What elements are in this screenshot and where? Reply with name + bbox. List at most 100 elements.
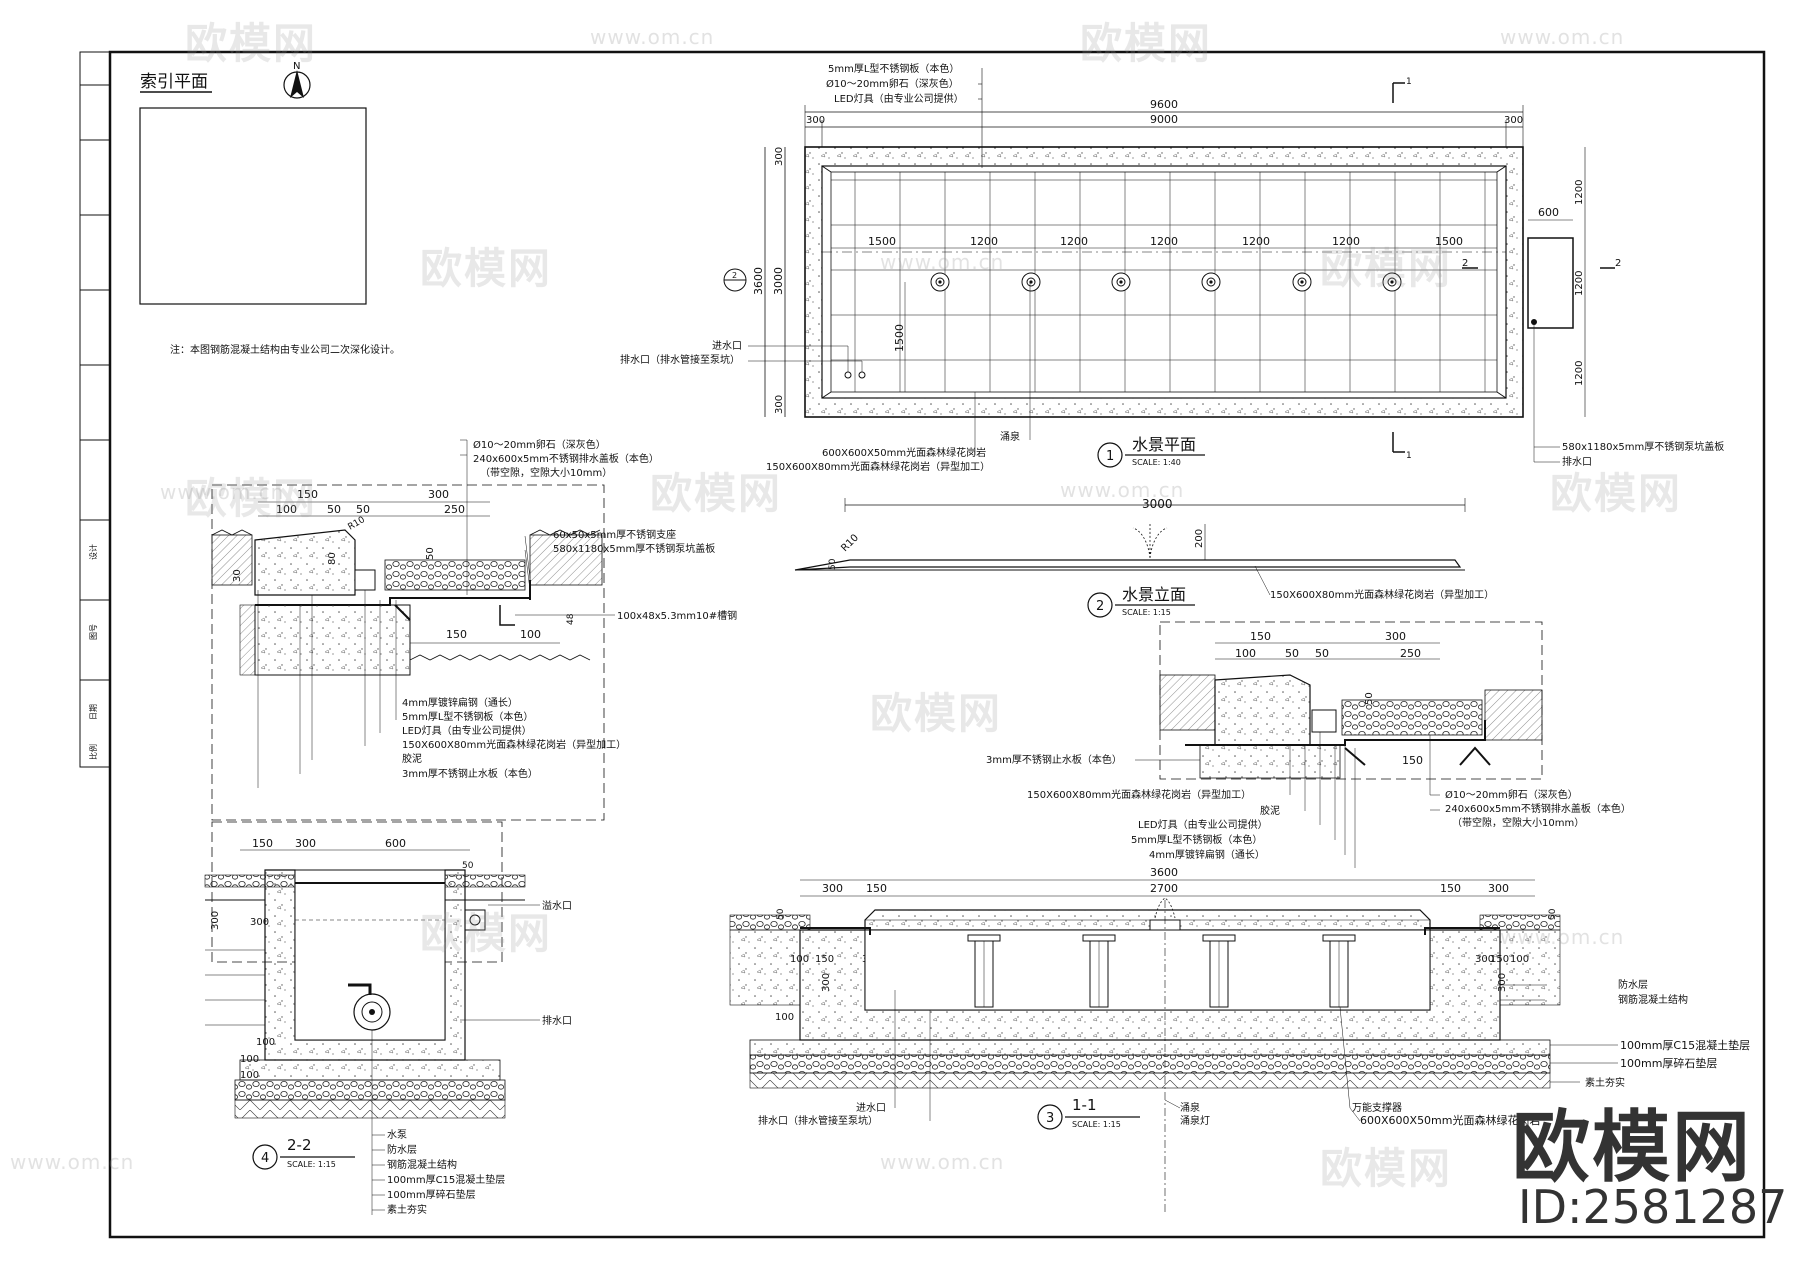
plan-dim-inner: 9000	[1150, 113, 1178, 126]
detail-a: 150 300 100 50 50 250 R10 30 80 50 150 1…	[211, 438, 737, 821]
da-dim-4: 50	[356, 503, 370, 516]
s11-scale: SCALE: 1:15	[1072, 1120, 1121, 1129]
da-label-bot-1: 5mm厚L型不锈钢板（本色）	[402, 710, 533, 723]
s11-label-right-1: 钢筋混凝土结构	[1618, 993, 1688, 1006]
s11-dim-6: 50	[776, 908, 786, 920]
s11-label-right-2: 100mm厚C15混凝土垫层	[1620, 1038, 1750, 1052]
da-dim-0: 150	[297, 488, 318, 501]
plan-dim-h-bot: 300	[774, 395, 785, 414]
s22-dim-0: 150	[252, 837, 273, 850]
plan-side-h-0: 1200	[1574, 180, 1585, 205]
s22-dim-5: 300	[250, 917, 269, 928]
da-dim-9: 50	[425, 547, 436, 560]
title-block-2: 日期	[89, 704, 98, 720]
index-plan: 索引平面 N 注：本图钢筋混凝土结构由专业公司二次深化设计。	[139, 61, 400, 356]
section-2-2: 150 300 600 50 300 300 600 750 800 100 1…	[204, 821, 572, 1216]
title-block-1: 图号	[89, 624, 98, 640]
s22-dim-2: 600	[385, 837, 406, 850]
overflow-icon	[464, 909, 486, 931]
da-label-top-0: Ø10～20mm卵石（深灰色）	[473, 438, 606, 451]
plan-dim-h-total: 3600	[752, 267, 765, 295]
db-label-left-3: LED灯具（由专业公司提供）	[1138, 818, 1268, 831]
section-mark-0: 1	[1406, 77, 1412, 87]
elev-title: 水景立面	[1122, 585, 1186, 604]
elev-dim-width: 3000	[1142, 497, 1173, 511]
plan-spacing-2: 1200	[1060, 235, 1088, 248]
north-arrow-icon: N	[283, 61, 311, 99]
db-label-left-1: 150X600X80mm光面森林绿花岗岩（异型加工）	[1027, 788, 1251, 801]
plan-label-right-0: 580x1180x5mm厚不锈钢泵坑盖板	[1562, 440, 1724, 453]
title-strip: 设计 图号 日期 比例	[79, 51, 111, 768]
da-label-bot-3: 150X600X80mm光面森林绿花岗岩（异型加工）	[402, 738, 626, 751]
db-label-left-5: 4mm厚镀锌扁钢（通长）	[1149, 848, 1265, 861]
s11-dim-0: 3600	[1150, 866, 1178, 879]
section-mark-3: 2	[1615, 258, 1621, 269]
elev-dim-h50: 50	[828, 558, 838, 570]
section-mark-icon: 1 1 2 2 2	[723, 77, 1621, 461]
index-plan-title: 索引平面	[140, 72, 208, 92]
s22-title: 2-2	[287, 1136, 312, 1154]
db-dim-1: 300	[1385, 630, 1406, 643]
pump-icon	[348, 983, 391, 1031]
plan-title: 水景平面	[1132, 435, 1196, 454]
plan-number: 1	[1106, 449, 1114, 464]
pump-pit	[1527, 237, 1574, 329]
s11-label-bot-4: 万能支撑器	[1352, 1101, 1402, 1114]
db-label-left-2: 胶泥	[1260, 804, 1280, 817]
plan-dim-edge-l: 300	[806, 115, 825, 126]
s11-label-bot-1: 排水口（排水管接至泵坑）	[758, 1114, 878, 1127]
s22-scale: SCALE: 1:15	[287, 1160, 336, 1169]
s22-dim-3: 50	[462, 861, 474, 871]
plan-scale: SCALE: 1:40	[1132, 458, 1181, 467]
da-label-bot-2: LED灯具（由专业公司提供）	[402, 724, 532, 737]
elevation-view: 3000 R10 50 200 150X600X80mm光面森林绿花岗岩（异型加…	[794, 497, 1494, 618]
plan-label-top-0: 5mm厚L型不锈钢板（本色）	[828, 62, 959, 75]
plan-label-top-1: Ø10～20mm卵石（深灰色）	[826, 77, 959, 90]
plan-view: 9600 9000 300 300 3600 3000 300 300 1500…	[620, 62, 1724, 473]
s22-label-bot-3: 100mm厚C15混凝土垫层	[387, 1173, 505, 1186]
plan-side-h-2: 1200	[1574, 361, 1585, 386]
plan-label-bot-0: 涌泉	[1000, 430, 1020, 443]
da-label-top-2: （带空隙，空隙大小10mm）	[480, 466, 612, 479]
db-label-right-2: （带空隙，空隙大小10mm）	[1452, 816, 1584, 829]
s11-label-bot-0: 进水口	[856, 1102, 886, 1114]
elev-dim-r: R10	[839, 532, 861, 554]
plan-dim-edge-r: 300	[1504, 115, 1523, 126]
brand-watermark: 欧模网 ID:2581287	[1512, 1085, 1792, 1255]
da-dim-2: 100	[276, 503, 297, 516]
s22-dim-4: 300	[210, 911, 221, 930]
s22-label-right-0: 溢水口	[542, 899, 572, 912]
da-label-bot-4: 胶泥	[402, 752, 422, 765]
plan-label-left-0: 进水口	[712, 340, 742, 352]
s11-dim-2: 150	[866, 882, 887, 895]
s22-label-bot-5: 素土夯实	[387, 1203, 427, 1216]
s22-label-bot-2: 钢筋混凝土结构	[387, 1158, 457, 1171]
plan-dim-total: 9600	[1150, 98, 1178, 111]
detail-b: 150 300 100 50 50 250 50 150 3mm厚不锈钢止水板（…	[986, 621, 1631, 868]
s11-label-right-3: 100mm厚碎石垫层	[1620, 1056, 1717, 1070]
s22-label-bot-0: 水泵	[387, 1129, 407, 1141]
north-label: N	[293, 61, 300, 72]
section-mark-4: 2	[732, 271, 737, 280]
plan-dim-v1500: 1500	[893, 324, 906, 352]
title-block-3: 比例	[88, 744, 98, 760]
s11-label-right-0: 防水层	[1618, 978, 1648, 991]
s11-label-bot-3: 涌泉灯	[1180, 1114, 1210, 1127]
da-label-right-0: 60x50x5mm厚不锈钢支座	[553, 528, 676, 541]
section-mark-2: 2	[1462, 258, 1468, 269]
plan-leaders	[748, 68, 1560, 463]
db-dim-0: 150	[1250, 630, 1271, 643]
plan-spacing-4: 1200	[1242, 235, 1270, 248]
plan-spacing-3: 1200	[1150, 235, 1178, 248]
db-dim-3: 50	[1285, 647, 1299, 660]
fountain-icon	[930, 272, 1402, 292]
plan-label-bot-2: 150X600X80mm光面森林绿花岗岩（异型加工）	[766, 460, 990, 473]
pedestal-icon	[967, 934, 1356, 1008]
db-label-left-4: 5mm厚L型不锈钢板（本色）	[1131, 833, 1262, 846]
da-dim-6: R10	[347, 515, 368, 533]
da-dim-10: 150	[446, 628, 467, 641]
index-plan-note: 注：本图钢筋混凝土结构由专业公司二次深化设计。	[170, 343, 400, 356]
db-dim-6: 50	[1364, 692, 1375, 705]
plan-label-right-1: 排水口	[1562, 455, 1592, 468]
title-block-0: 设计	[88, 544, 98, 560]
